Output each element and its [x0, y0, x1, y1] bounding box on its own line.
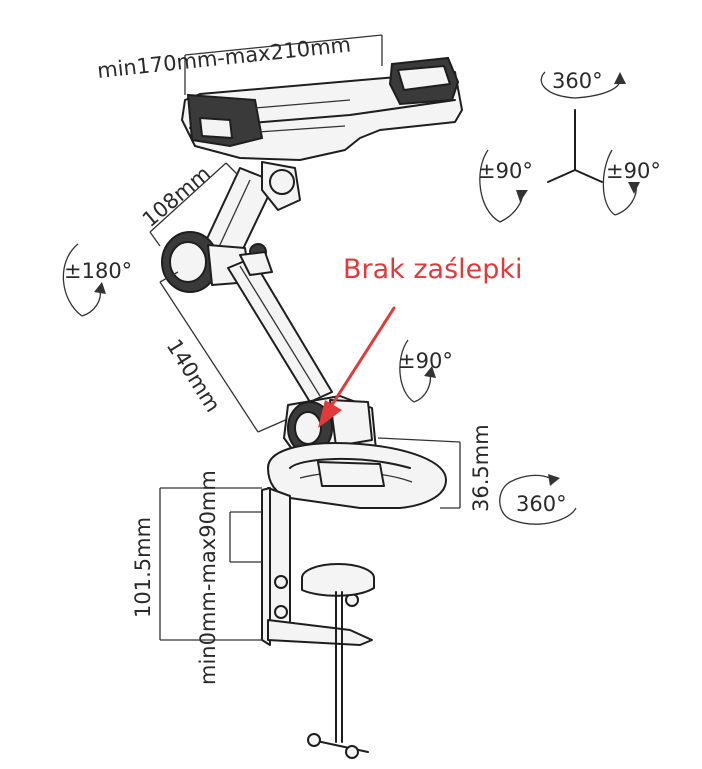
rotation-joint-label: ±90°	[398, 349, 453, 373]
annotation-label: Brak zaślepki	[343, 254, 523, 285]
missing-cap-annotation: Brak zaślepki	[318, 254, 523, 428]
arrow-head-icon	[424, 366, 436, 378]
tablet-holder	[181, 56, 463, 161]
base-ring	[267, 442, 447, 509]
arrow-head-icon	[628, 182, 640, 194]
arrow-head-icon	[614, 72, 626, 84]
joint-rotation: ±90°	[398, 339, 453, 403]
clamp-height-label: 101.5mm	[131, 517, 155, 618]
clamp-dimensions: 101.5mm min0mm-max90mm	[131, 470, 262, 685]
rotation-tilt-right-label: ±90°	[606, 159, 661, 183]
base-height-dimension: 36.5mm	[377, 424, 493, 512]
base-height-label: 36.5mm	[469, 424, 493, 512]
rotation-elbow-label: ±180°	[64, 259, 132, 283]
holder-width-label: min170mm-max210mm	[96, 32, 352, 83]
base-rotation: 360°	[499, 474, 577, 525]
lower-arm	[227, 251, 333, 403]
annotation-arrow	[328, 306, 396, 410]
rotation-axes: 360° ±90° ±90°	[478, 69, 661, 223]
arrow-head-icon	[548, 474, 560, 486]
rotation-base-label: 360°	[516, 492, 567, 516]
desk-clamp	[261, 487, 375, 759]
lower-arm-label: 140mm	[162, 335, 225, 416]
rotation-tilt-left-label: ±90°	[478, 159, 533, 183]
rotation-top-label: 360°	[552, 69, 603, 93]
upper-arm-label: 108mm	[138, 161, 215, 231]
arrow-head-icon	[94, 282, 106, 294]
arrow-head-icon	[318, 400, 342, 428]
clamp-opening-label: min0mm-max90mm	[196, 470, 220, 685]
elbow-rotation: ±180°	[62, 243, 132, 317]
